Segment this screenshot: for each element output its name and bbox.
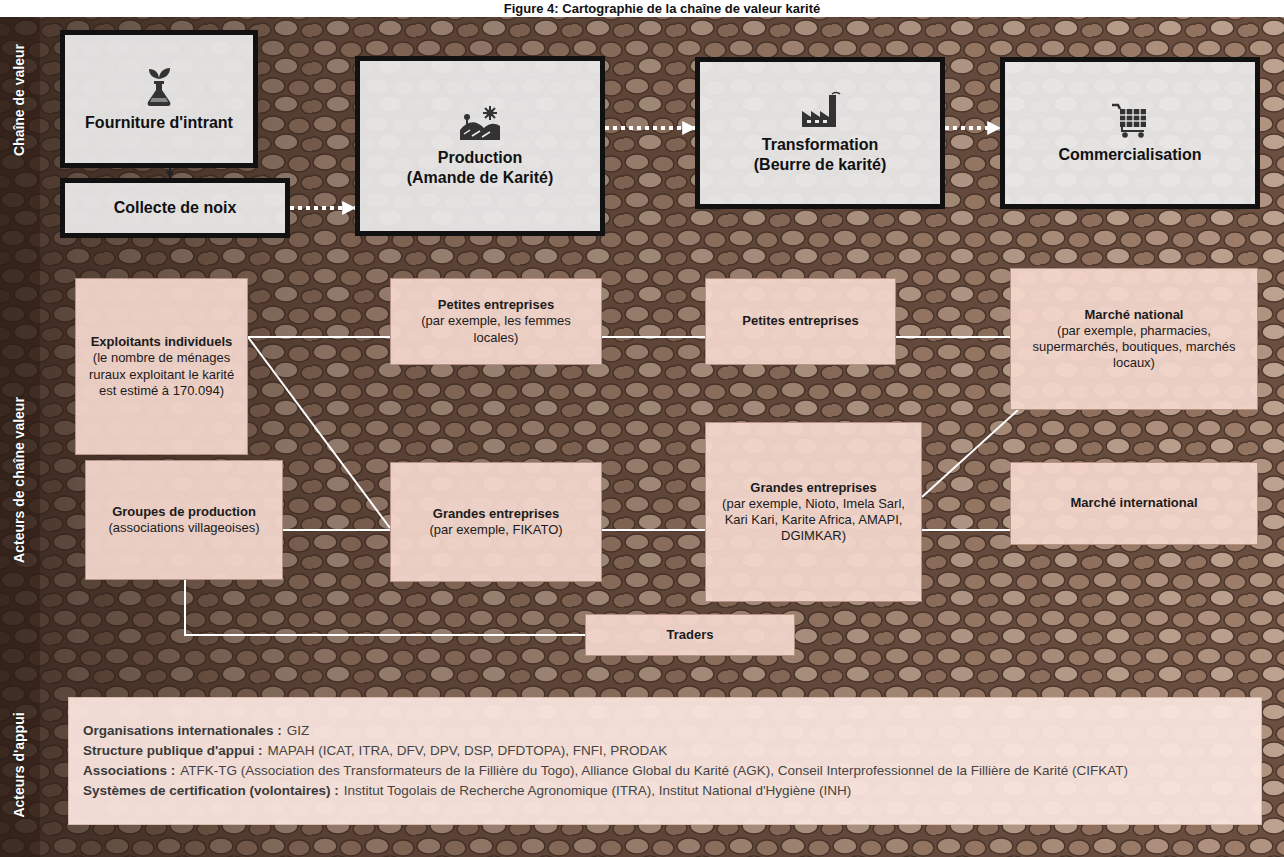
actor-link-line [922,410,1018,497]
support-category: Organisations internationales : [83,723,282,738]
actor-link-line [602,529,705,531]
actor-box: Marché national(par exemple, pharmacies,… [1010,268,1258,410]
actor-link-line [922,529,1010,531]
support-line: Organisations internationales : GIZ [83,721,309,741]
actor-box: Traders [585,614,795,656]
actor-link-line [602,336,705,338]
support-category: Systèmes de certification (volontaires) … [83,783,339,798]
node-heading: Petites entreprises [438,297,554,313]
node-heading: Marché international [1070,495,1197,511]
support-line: Systèmes de certification (volontaires) … [83,781,851,801]
value-chain-step-box: Transformation(Beurre de karité) [695,57,945,209]
side-band [0,17,40,857]
factory-icon [799,91,841,129]
dotted-flow-arrow [945,126,1000,130]
support-members: Institut Togolais de Recherche Agronomiq… [344,783,851,798]
node-heading: Exploitants individuels [91,334,233,350]
actor-box: Petites entreprises(par exemple, les fem… [390,278,602,365]
value-chain-step-box: Collecte de noix [60,178,290,238]
actor-link-line [896,336,1010,338]
support-members: ATFK-TG (Association des Transformateurs… [180,763,1128,778]
actor-box: Grandes entreprises(par exemple, Nioto, … [705,422,922,602]
node-heading: Fourniture d'intrant [85,113,233,133]
node-heading: Groupes de production [112,504,256,520]
flask-sprout-icon [139,65,179,107]
flow-arrow [169,168,171,178]
node-body: (par exemple, Nioto, Imela Sarl, Kari Ka… [714,496,913,545]
support-actors-panel: Organisations internationales : GIZ Struct… [68,697,1262,825]
cart-icon [1110,101,1150,139]
node-body: (Amande de Karité) [407,168,554,188]
node-heading: Grandes entreprises [750,480,876,496]
value-chain-step-box: Fourniture d'intrant [60,30,258,168]
node-heading: Petites entreprises [742,313,858,329]
dotted-flow-arrow [290,206,355,210]
section-label: Acteurs de chaîne valeur [11,397,27,563]
actor-box: Grandes entreprises(par exemple, FIKATO) [390,462,602,582]
node-heading: Traders [667,627,714,643]
node-body: (Beurre de karité) [754,155,887,175]
section-label: Acteurs d'appui [11,712,27,817]
dotted-flow-arrow [605,126,695,130]
node-body: (associations villageoises) [108,520,259,536]
value-chain-step-box: Commercialisation [1000,57,1260,209]
title-bar: Figure 4: Cartographie de la chaîne de v… [0,0,1284,17]
support-category: Structure publique d'appui : [83,743,262,758]
node-body: (par exemple, pharmacies, supermarchés, … [1019,323,1249,372]
support-line: Associations : ATFK-TG (Association des T… [83,761,1128,781]
node-heading: Commercialisation [1058,145,1201,165]
actor-box: Groupes de production(associations villa… [85,460,283,580]
actor-box: Exploitants individuels(le nombre de mén… [75,278,248,455]
actor-box: Marché international [1010,462,1258,545]
actor-link-line [283,529,390,531]
node-heading: Production [438,148,522,168]
value-chain-step-box: Production(Amande de Karité) [355,56,605,236]
support-members: MAPAH (ICAT, ITRA, DFV, DPV, DSP, DFDTOP… [267,743,667,758]
actor-link-line [248,336,390,338]
support-category: Associations : [83,763,175,778]
node-heading: Marché national [1085,307,1184,323]
actor-link-line [185,580,585,635]
node-heading: Transformation [762,135,878,155]
support-members: GIZ [287,723,310,738]
node-body: (par exemple, FIKATO) [429,522,562,538]
field-sun-icon [458,104,502,142]
support-line: Structure publique d'appui : MAPAH (ICAT,… [83,741,667,761]
node-body: (le nombre de ménages ruraux exploitant … [84,350,239,399]
actor-box: Petites entreprises [705,278,896,365]
node-body: (par exemple, les femmes locales) [399,313,593,346]
node-heading: Grandes entreprises [433,506,559,522]
section-label: Chaîne de valeur [11,44,27,156]
node-heading: Collecte de noix [114,198,237,218]
figure-title: Figure 4: Cartographie de la chaîne de v… [0,0,1284,17]
